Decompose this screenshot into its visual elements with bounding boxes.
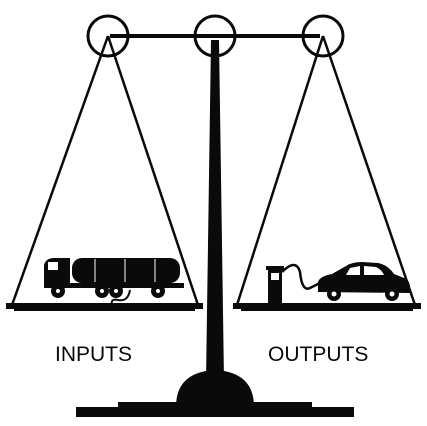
fuel-pump-icon [266, 266, 284, 303]
outputs-label: OUTPUTS [268, 343, 368, 366]
right-pan-underside [241, 309, 413, 311]
right-pan [233, 303, 421, 309]
scale-base-dome [176, 370, 254, 407]
inputs-label: INPUTS [55, 343, 132, 366]
right-pan-string-left [237, 36, 323, 305]
tanker-truck-icon [44, 258, 184, 298]
car-icon [318, 262, 410, 301]
scale-post [206, 40, 224, 380]
left-pan-underside [14, 309, 195, 311]
scale-base-plate [76, 407, 354, 417]
pump-hose [282, 265, 322, 289]
left-pan [6, 303, 203, 309]
